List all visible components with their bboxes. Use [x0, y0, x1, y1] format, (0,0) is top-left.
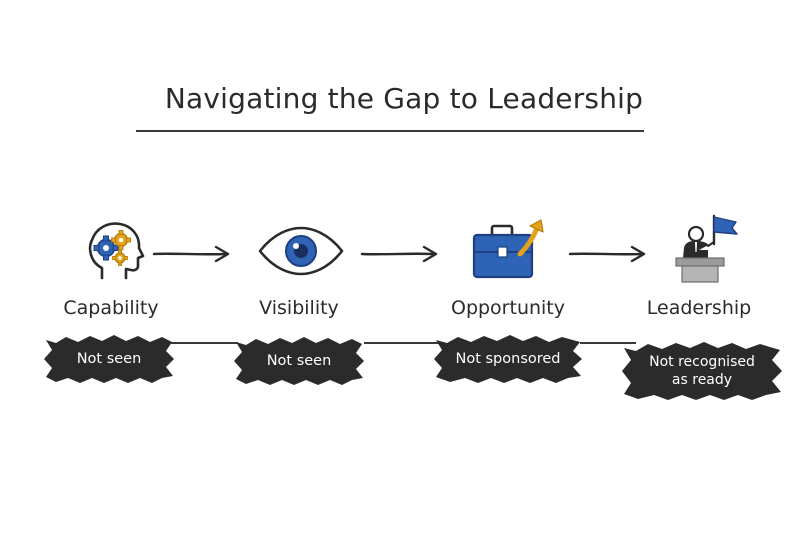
stage-label-leadership: Leadership: [646, 297, 752, 319]
stage-label-capability: Capability: [63, 297, 159, 319]
arrow-right-icon: [360, 245, 438, 263]
status-text: Not recognised as ready: [649, 354, 755, 388]
status-badge-visibility: Not seen: [232, 336, 366, 386]
podium-flag-icon: [675, 214, 738, 283]
connector-line: [364, 342, 440, 344]
head-gears-icon: [88, 222, 145, 280]
status-text: Not seen: [76, 351, 142, 367]
status-badge-capability: Not seen: [42, 334, 176, 384]
status-badge-opportunity: Not sponsored: [432, 334, 584, 384]
stage-label-opportunity: Opportunity: [450, 297, 566, 319]
status-text: Not sponsored: [455, 351, 561, 367]
title-underline: [136, 130, 644, 132]
diagram-title: Navigating the Gap to Leadership: [164, 82, 644, 115]
connector-line: [580, 342, 636, 344]
stage-label-visibility: Visibility: [259, 297, 339, 319]
status-text: Not seen: [266, 353, 332, 369]
status-badge-leadership: Not recognised as ready: [620, 340, 784, 402]
briefcase-up-arrow-icon: [472, 219, 544, 279]
arrow-right-icon: [568, 245, 646, 263]
connector-line: [168, 342, 238, 344]
eye-icon: [258, 226, 344, 276]
arrow-right-icon: [152, 245, 230, 263]
